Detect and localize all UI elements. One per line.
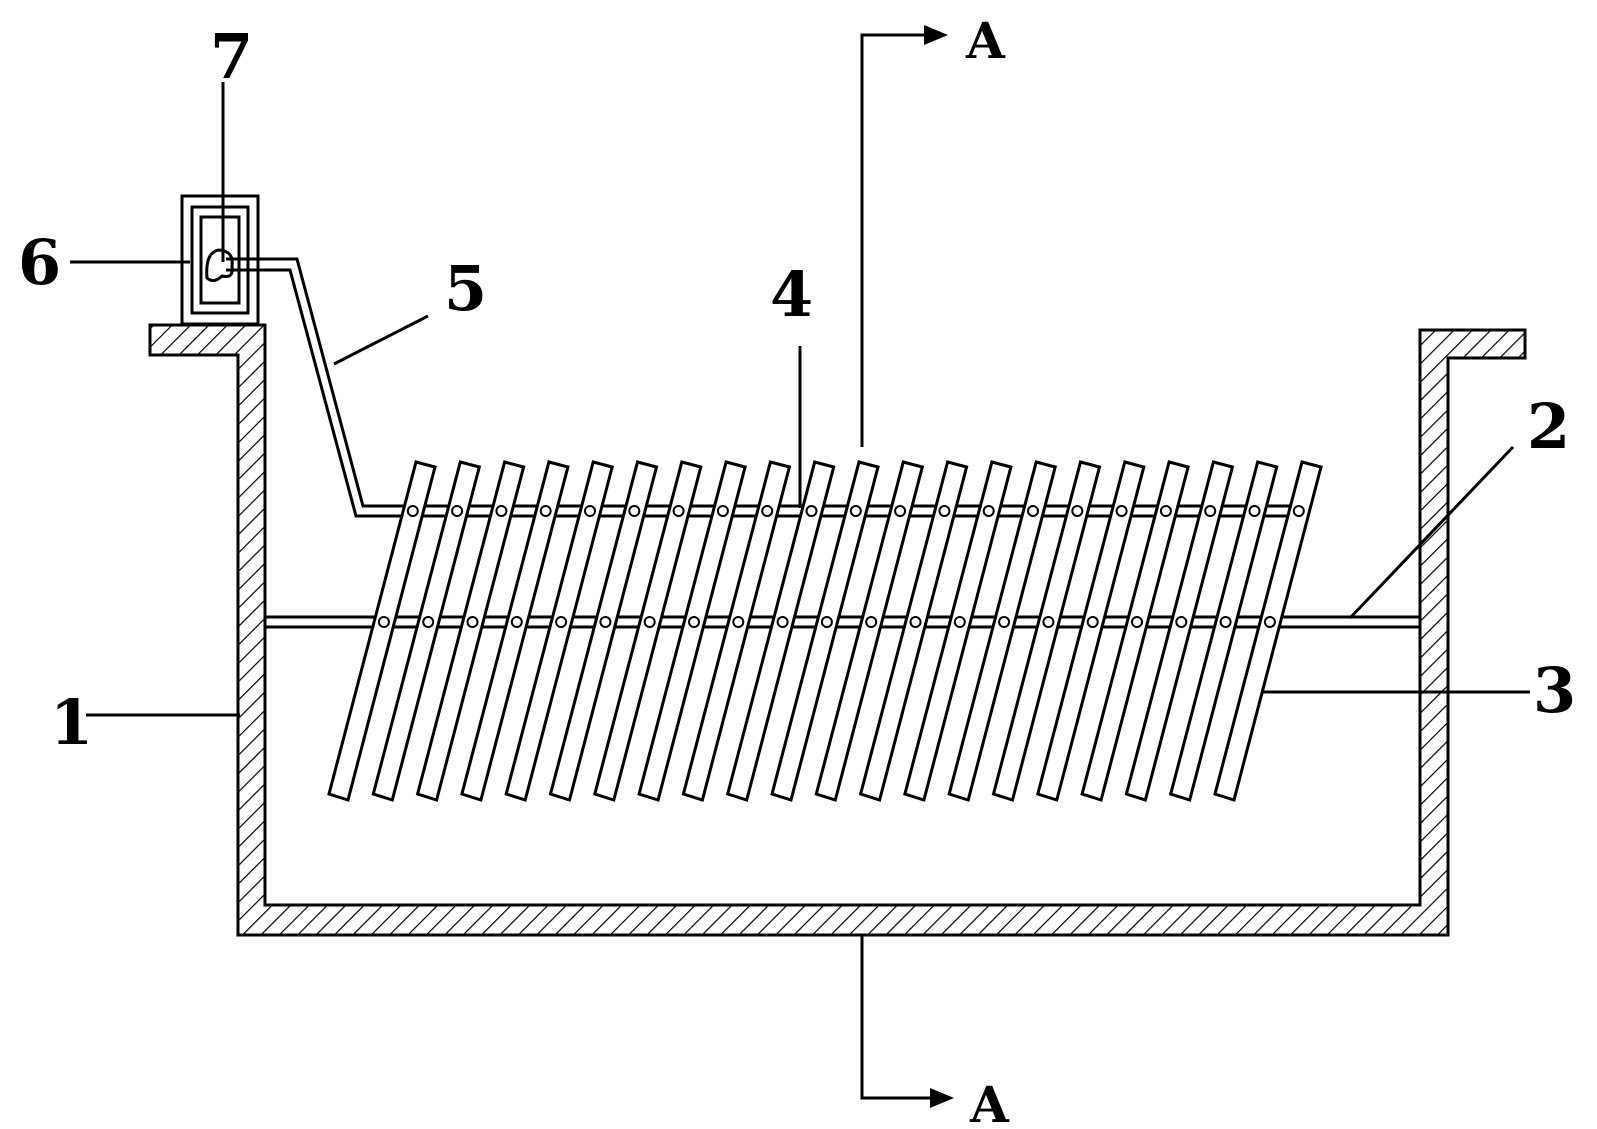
inclined-plate	[460, 460, 570, 802]
rail-fastener	[998, 616, 1011, 628]
inclined-plate	[1124, 460, 1235, 802]
inclined-plate	[504, 460, 615, 802]
tank-wall-outline	[148, 323, 1527, 937]
callout-2: 2	[1527, 390, 1570, 463]
inclined-plate	[991, 460, 1102, 802]
header-fastener	[982, 505, 995, 517]
rail-fastener	[1042, 616, 1055, 628]
header-fastener	[849, 505, 862, 517]
header-fastener	[761, 505, 774, 517]
section-arrowhead-bottom	[930, 1088, 954, 1108]
pump-body	[205, 248, 234, 283]
tank-wall	[148, 323, 1527, 937]
header-fastener	[805, 505, 818, 517]
rail-fastener	[1131, 616, 1143, 628]
leader-5	[333, 314, 429, 366]
callout-5: 5	[444, 252, 487, 325]
inclined-plate	[415, 460, 526, 802]
section-label-top: A	[965, 11, 1006, 70]
rail-fastener	[599, 616, 612, 628]
header-fastener	[1115, 505, 1128, 517]
rail-fastener	[377, 616, 390, 628]
rail-fastener	[688, 616, 700, 628]
rail-fastener	[1263, 616, 1276, 628]
header-fastener	[1292, 505, 1305, 517]
rail-fastener	[909, 616, 922, 628]
inclined-plate	[1213, 460, 1323, 802]
callout-1: 1	[50, 686, 93, 759]
pump	[205, 248, 234, 283]
section-arrow-bottom	[860, 935, 934, 1100]
header-fastener	[628, 505, 641, 517]
header-fastener	[716, 505, 729, 517]
callout-3: 3	[1533, 654, 1576, 727]
header-fastener	[938, 505, 951, 517]
header-fastener	[1204, 505, 1217, 517]
inclined-plate	[725, 460, 836, 802]
rail-fastener	[776, 616, 789, 628]
rail-fastener	[510, 616, 523, 628]
rail-fastener	[422, 616, 435, 628]
header-fastener	[672, 505, 685, 517]
section-arrowhead-top	[924, 25, 948, 45]
inclined-plate	[1080, 460, 1190, 802]
inclined-plate	[903, 460, 1013, 802]
inclined-plate	[548, 460, 659, 802]
rail-fastener	[820, 616, 833, 628]
header-fastener	[1027, 505, 1039, 517]
header-fastener	[495, 505, 508, 517]
rail-fastener	[732, 616, 745, 628]
inclined-plate	[770, 460, 880, 802]
section-arrow-top	[860, 33, 928, 447]
callout-4: 4	[770, 258, 813, 331]
inclined-plate	[371, 460, 482, 802]
callout-6: 6	[18, 226, 61, 299]
inclined-plate	[637, 460, 747, 802]
rail-fastener	[555, 616, 568, 628]
header-fastener	[1248, 505, 1261, 517]
header-fastener	[584, 505, 596, 517]
rail-fastener	[865, 616, 878, 628]
leader-2	[1348, 445, 1515, 620]
header-fastener	[451, 505, 464, 517]
header-fastener	[1071, 505, 1084, 517]
rail-fastener	[1219, 616, 1232, 628]
rail-fastener	[1175, 616, 1188, 628]
inclined-plate	[947, 460, 1058, 802]
inclined-plate	[858, 460, 969, 802]
header-fastener	[1159, 505, 1172, 517]
callout-7: 7	[210, 20, 253, 93]
rail-fastener	[466, 616, 479, 628]
leader-lines	[70, 82, 1530, 717]
section-line-a	[860, 25, 954, 1108]
inclined-plate	[327, 460, 437, 802]
inclined-plate	[1168, 460, 1279, 802]
rail-fastener	[643, 616, 656, 628]
inclined-plates	[327, 460, 1323, 802]
inclined-plate	[592, 460, 703, 802]
inclined-plate	[814, 460, 925, 802]
inclined-plate	[1035, 460, 1146, 802]
header-fastener	[894, 505, 907, 517]
section-label-bottom: A	[969, 1075, 1010, 1129]
feed-pipe	[226, 257, 392, 518]
inclined-plate	[681, 460, 792, 802]
header-fastener	[406, 505, 419, 517]
rail-fastener	[953, 616, 966, 628]
rail-fastener	[1086, 616, 1099, 628]
header-fastener	[539, 505, 552, 517]
